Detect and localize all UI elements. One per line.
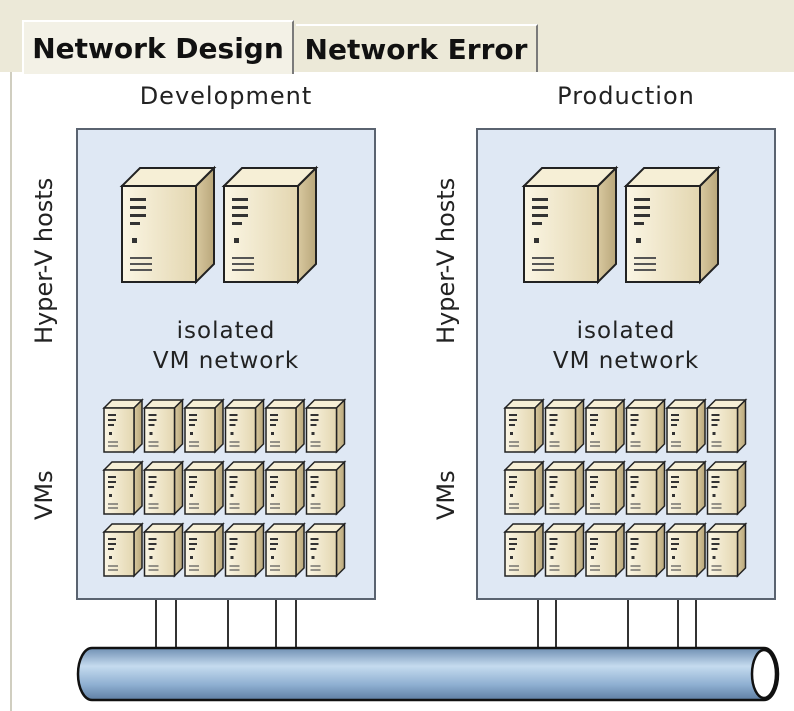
development-vm-icon bbox=[265, 523, 305, 577]
production-vm-icon bbox=[544, 399, 585, 453]
production-vm-icon bbox=[585, 461, 625, 515]
tab-network-design[interactable]: Network Design bbox=[22, 20, 294, 74]
network-connection-lines bbox=[155, 600, 697, 650]
development-vm-icon bbox=[143, 523, 184, 577]
production-vm-icon bbox=[544, 461, 585, 515]
development-host-server-icon bbox=[223, 167, 317, 283]
production-vm-icon bbox=[504, 399, 544, 453]
tab-network-error[interactable]: Network Error bbox=[296, 24, 538, 72]
development-vm-icon bbox=[224, 523, 265, 577]
development-vm-icon bbox=[103, 399, 143, 453]
network-pipe bbox=[76, 646, 780, 702]
production-vm-icon bbox=[625, 399, 666, 453]
production-vm-icon bbox=[585, 523, 625, 577]
production-vm-icon bbox=[625, 523, 666, 577]
production-vm-icon bbox=[625, 461, 666, 515]
development-vm-icon bbox=[103, 461, 143, 515]
development-vm-icon bbox=[265, 461, 305, 515]
production-vm-grid bbox=[504, 399, 747, 577]
development-vm-icon bbox=[184, 523, 224, 577]
development-vm-icon bbox=[143, 399, 184, 453]
production-host-server-icon bbox=[625, 167, 719, 283]
production-vm-icon bbox=[585, 399, 625, 453]
production-vm-icon bbox=[666, 399, 706, 453]
production-vm-icon bbox=[544, 523, 585, 577]
development-vm-icon bbox=[265, 399, 305, 453]
development-vm-grid bbox=[103, 399, 346, 577]
development-vm-icon bbox=[305, 399, 346, 453]
production-host-server-icon bbox=[523, 167, 617, 283]
development-vm-icon bbox=[224, 399, 265, 453]
production-vm-icon bbox=[504, 461, 544, 515]
development-network-label: isolated VM network bbox=[152, 318, 300, 374]
development-vm-icon bbox=[224, 461, 265, 515]
production-vm-icon bbox=[666, 461, 706, 515]
production-vm-icon bbox=[504, 523, 544, 577]
tab-bar: Network Design Network Error bbox=[0, 0, 794, 74]
production-vm-icon bbox=[706, 523, 747, 577]
production-title: Production bbox=[557, 82, 695, 110]
development-host-server-icon bbox=[121, 167, 215, 283]
production-vm-icon bbox=[706, 399, 747, 453]
development-vm-icon bbox=[305, 461, 346, 515]
production-vm-icon bbox=[706, 461, 747, 515]
production-network-label: isolated VM network bbox=[552, 318, 700, 374]
production-vm-icon bbox=[666, 523, 706, 577]
development-vm-icon bbox=[305, 523, 346, 577]
development-vm-icon bbox=[184, 399, 224, 453]
development-vm-icon bbox=[103, 523, 143, 577]
development-title: Development bbox=[139, 82, 313, 110]
development-vm-icon bbox=[143, 461, 184, 515]
development-vm-icon bbox=[184, 461, 224, 515]
